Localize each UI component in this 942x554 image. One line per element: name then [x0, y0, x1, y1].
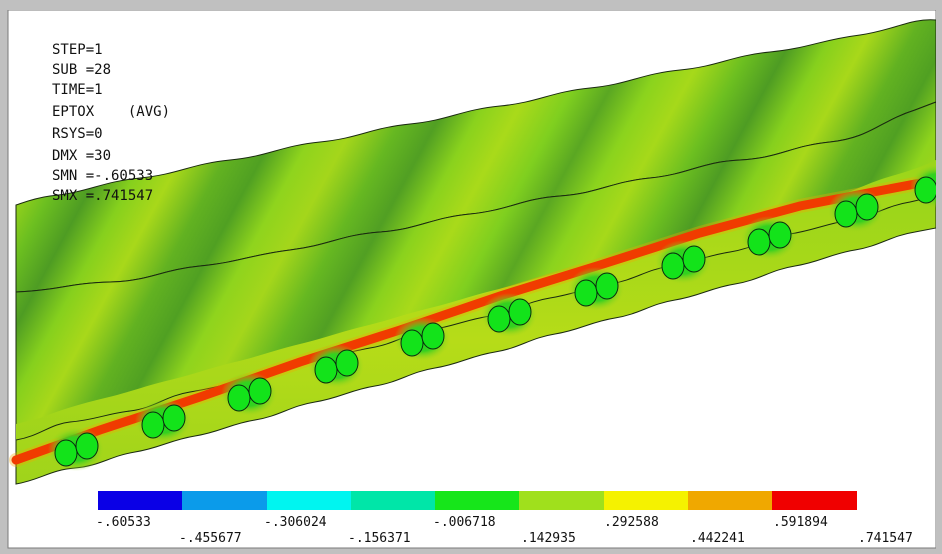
legend-swatch-4: [350, 491, 436, 510]
status-dmx: DMX =30: [52, 148, 112, 164]
legend-swatch-8: [688, 491, 773, 510]
legend-label-bottom-4: .442241: [690, 531, 745, 546]
legend-swatch-5: [435, 491, 520, 510]
legend-label-top-5: .591894: [773, 515, 828, 530]
status-step: STEP=1: [52, 42, 103, 58]
wire-pairs: [48, 164, 942, 471]
legend-label-top-1: -.60533: [96, 515, 151, 530]
legend-label-top-4: .292588: [604, 515, 659, 530]
legend-label-bottom-1: -.455677: [179, 531, 242, 546]
frame-border-left: [0, 0, 8, 554]
legend-label-bottom-3: .142935: [521, 531, 576, 546]
status-smn: SMN =-.60533: [52, 168, 154, 184]
legend-swatch-9: [772, 491, 857, 510]
legend-label-bottom-5: .741547: [858, 531, 913, 546]
status-sub: SUB =28: [52, 62, 112, 78]
status-time: TIME=1: [52, 82, 103, 98]
legend-swatch-3: [266, 491, 351, 510]
legend-swatch-2: [182, 491, 267, 510]
legend-swatch-7: [603, 491, 689, 510]
status-rsys: RSYS=0: [52, 126, 103, 142]
legend-label-bottom-2: -.156371: [348, 531, 411, 546]
legend-swatch-6: [519, 491, 604, 510]
legend-label-top-3: -.006718: [433, 515, 496, 530]
legend-label-top-2: -.306024: [264, 515, 327, 530]
status-smx: SMX =.741547: [52, 188, 154, 204]
contour-legend-bar: [98, 491, 857, 510]
status-result-item: EPTOX (AVG): [52, 104, 171, 120]
legend-swatch-1: [98, 491, 183, 510]
